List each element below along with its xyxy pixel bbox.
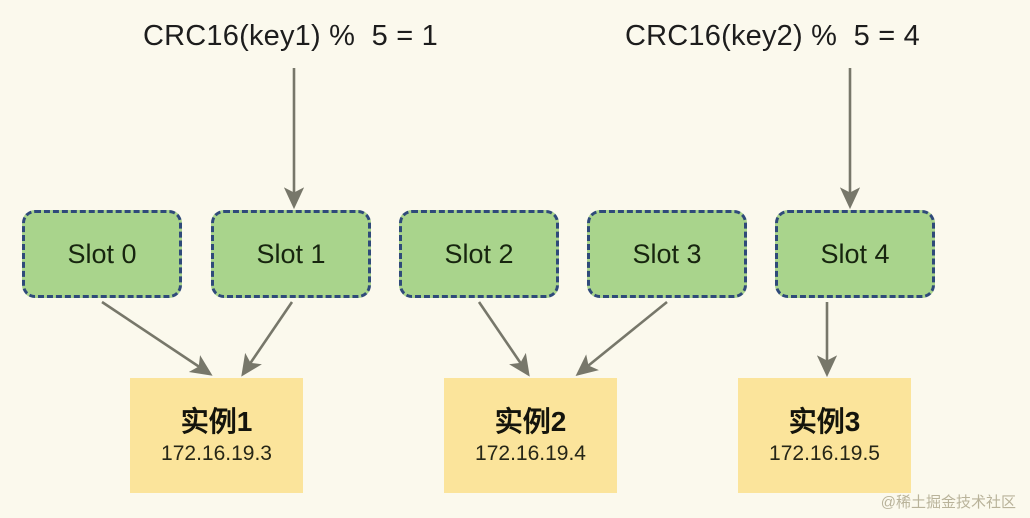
instance-name: 实例3 [788, 405, 861, 437]
instance-ip: 172.16.19.4 [475, 442, 586, 466]
arrow-slot1-to-instance1 [241, 301, 294, 377]
arrow-slot0-to-instance1 [101, 300, 213, 376]
slot-box-0[interactable]: Slot 0 [22, 210, 182, 298]
slot-box-4[interactable]: Slot 4 [775, 210, 935, 298]
instance-name: 实例2 [494, 405, 567, 437]
instance-ip: 172.16.19.3 [161, 442, 272, 466]
formula-caption-key2: CRC16(key2) % 5 = 4 [625, 20, 920, 52]
watermark: @稀土掘金技术社区 [880, 494, 1016, 511]
instance-box-1[interactable]: 实例1 172.16.19.3 [130, 378, 303, 493]
arrow-slot2-to-instance2 [477, 301, 530, 377]
slot-label: Slot 3 [632, 238, 702, 269]
arrow-slot3-to-instance2 [575, 300, 668, 376]
slot-label: Slot 1 [256, 238, 326, 269]
instance-box-2[interactable]: 实例2 172.16.19.4 [444, 378, 617, 493]
slot-label: Slot 0 [67, 238, 137, 269]
instance-name: 实例1 [180, 405, 253, 437]
instance-ip: 172.16.19.5 [769, 442, 880, 466]
formula-caption-key1: CRC16(key1) % 5 = 1 [143, 20, 438, 52]
slot-label: Slot 4 [820, 238, 890, 269]
slot-box-1[interactable]: Slot 1 [211, 210, 371, 298]
instance-box-3[interactable]: 实例3 172.16.19.5 [738, 378, 911, 493]
slot-box-2[interactable]: Slot 2 [399, 210, 559, 298]
slot-box-3[interactable]: Slot 3 [587, 210, 747, 298]
slot-label: Slot 2 [444, 238, 514, 269]
